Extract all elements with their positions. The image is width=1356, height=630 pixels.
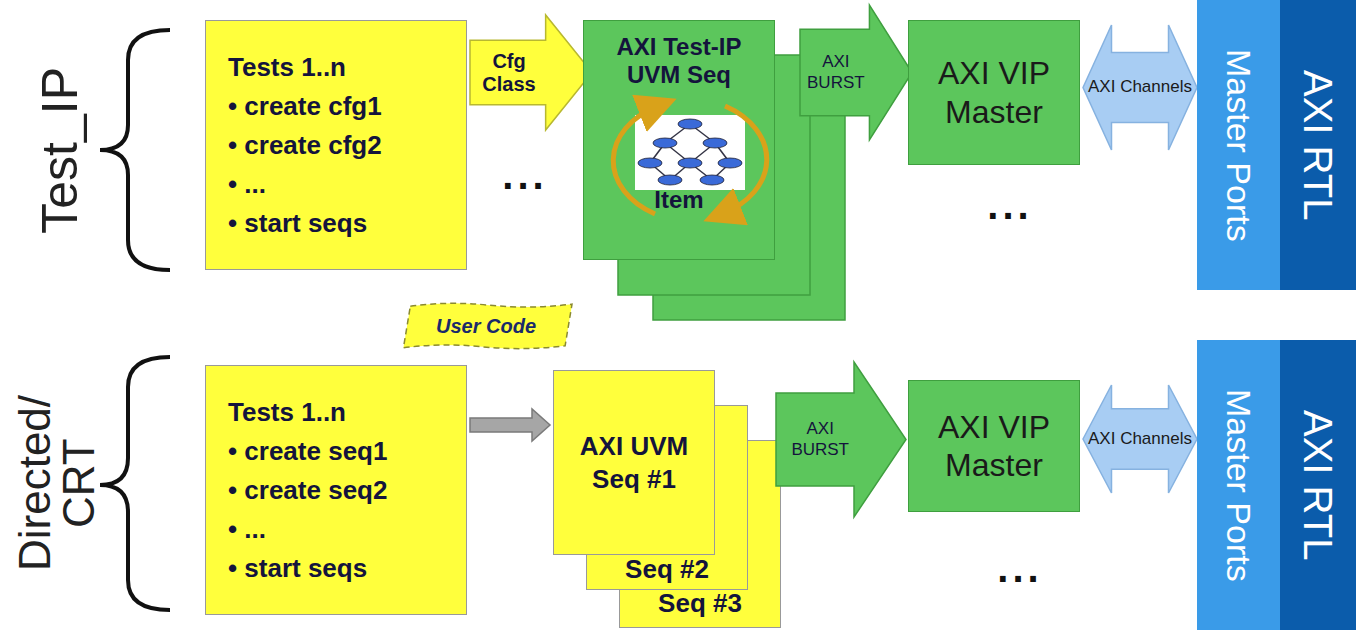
text-holder: AXI VIP Master bbox=[909, 381, 1079, 511]
node-text: Item bbox=[654, 186, 703, 214]
ellipsis-mark: ... bbox=[987, 185, 1032, 225]
channels-arrow: AXI Channels bbox=[1083, 25, 1197, 150]
node-text: AXI VIP Master bbox=[917, 54, 1071, 131]
text-holder: AXI RTL bbox=[1280, 340, 1356, 630]
node-text: AXI UVM Seq #1 bbox=[560, 430, 708, 495]
node-text: Seq #3 bbox=[658, 588, 742, 619]
node-text: AXI BURST bbox=[783, 419, 858, 460]
ellipsis-mark: ... bbox=[502, 155, 547, 195]
node-text: • ... bbox=[228, 510, 266, 549]
text-holder: AXI VIP Master bbox=[909, 21, 1079, 164]
node-text: User Code bbox=[436, 315, 536, 337]
channels-arrow: AXI Channels bbox=[1083, 385, 1197, 493]
label-holder: Test_IP bbox=[22, 30, 98, 270]
text-holder: Cfg Class bbox=[470, 15, 548, 130]
node-text: • start seqs bbox=[228, 549, 367, 588]
test-list-box: Tests 1..n• create seq1• create seq2• ..… bbox=[205, 365, 467, 615]
rtl-band: AXI RTL bbox=[1280, 340, 1356, 630]
text-holder: AXI RTL bbox=[1280, 0, 1356, 290]
text-holder: AXI BURST bbox=[783, 362, 858, 517]
text-holder: Tests 1..n• create cfg1• create cfg2• ..… bbox=[206, 21, 466, 269]
uvm-seq-box: AXI Test-IP UVM SeqItem bbox=[583, 20, 775, 260]
node-text: • create seq1 bbox=[228, 432, 387, 471]
shape-fill bbox=[403, 303, 572, 348]
label-holder: ... bbox=[965, 180, 1055, 230]
node-text: AXI Channels bbox=[1088, 77, 1192, 97]
text-holder: AXI Channels bbox=[1083, 385, 1197, 493]
text-holder: Master Ports bbox=[1197, 340, 1280, 630]
node-text: • create cfg1 bbox=[228, 87, 382, 126]
node-text: AXI Channels bbox=[1088, 429, 1192, 449]
label-holder: ... bbox=[480, 150, 570, 200]
node-text: Master Ports bbox=[1222, 49, 1256, 242]
uvm-seq-box: AXI UVM Seq #1 bbox=[553, 370, 715, 555]
node-text: • ... bbox=[228, 165, 266, 204]
vip-master-box: AXI VIP Master bbox=[908, 20, 1080, 165]
node-text: Tests 1..n bbox=[228, 48, 346, 87]
node-text: AXI Test-IP UVM Seq bbox=[590, 33, 768, 88]
master-ports-band: Master Ports bbox=[1197, 0, 1280, 290]
node-text: AXI BURST bbox=[800, 52, 872, 93]
node-text: AXI VIP Master bbox=[917, 408, 1071, 485]
node-text: Master Ports bbox=[1222, 389, 1256, 582]
vip-master-box: AXI VIP Master bbox=[908, 380, 1080, 512]
node-text: AXI RTL bbox=[1298, 410, 1338, 560]
text-holder: AXI Channels bbox=[1083, 25, 1197, 150]
burst-arrow: AXI BURST bbox=[800, 5, 912, 140]
ellipsis-mark: ... bbox=[997, 548, 1042, 588]
node-text: Seq #2 bbox=[625, 554, 709, 585]
flow-arrow bbox=[470, 409, 550, 441]
group-brace bbox=[100, 357, 170, 610]
burst-arrow: AXI BURST bbox=[776, 362, 906, 517]
label-holder: Directed/ CRT bbox=[14, 352, 100, 614]
node-text: Tests 1..n bbox=[228, 393, 346, 432]
shape-fill bbox=[470, 15, 592, 130]
group-brace bbox=[100, 30, 170, 270]
test-list-box: Tests 1..n• create cfg1• create cfg2• ..… bbox=[205, 20, 467, 270]
node-text: • start seqs bbox=[228, 204, 367, 243]
text-holder: User Code bbox=[400, 300, 572, 352]
row-label: Test_IP bbox=[34, 67, 87, 234]
rtl-band: AXI RTL bbox=[1280, 0, 1356, 290]
text-holder: Tests 1..n• create seq1• create seq2• ..… bbox=[206, 366, 466, 614]
text-holder: AXI BURST bbox=[800, 5, 872, 140]
shape-fill bbox=[1083, 385, 1197, 493]
row-label: Directed/ CRT bbox=[13, 355, 101, 611]
text-holder: Master Ports bbox=[1197, 0, 1280, 290]
label-holder: ... bbox=[975, 543, 1065, 593]
shape-fill bbox=[776, 362, 906, 517]
shape-fill bbox=[1083, 25, 1197, 150]
node-text: Cfg Class bbox=[470, 50, 548, 96]
node-text: • create seq2 bbox=[228, 471, 387, 510]
text-holder: AXI Test-IP UVM SeqItem bbox=[584, 21, 774, 259]
text-holder: AXI UVM Seq #1 bbox=[554, 371, 714, 554]
node-text: • create cfg2 bbox=[228, 126, 382, 165]
user-code-banner: User Code bbox=[400, 300, 572, 352]
shape-fill bbox=[800, 5, 912, 140]
master-ports-band: Master Ports bbox=[1197, 340, 1280, 630]
node-text: AXI RTL bbox=[1298, 70, 1338, 220]
cfg-arrow: Cfg Class bbox=[470, 15, 592, 130]
